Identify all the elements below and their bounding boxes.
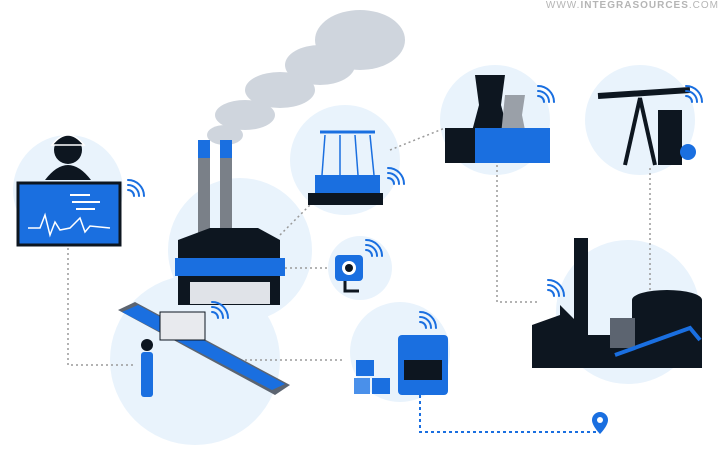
watermark-brand: INTEGRASOURCES [580,0,689,11]
location-pin-icon [592,412,608,434]
conveyor-line [118,302,290,397]
delivery-truck [354,335,448,395]
refinery [532,238,702,368]
operator-monitor [16,134,122,247]
smoke-cloud [207,10,405,145]
wifi-signal-icons [127,85,703,329]
power-plant [445,75,550,163]
delivery-route [419,395,600,433]
substation [308,130,383,205]
watermark: WWW.INTEGRASOURCES.COM [546,0,719,11]
oil-pump [597,87,696,166]
connector-lines [67,127,651,366]
factory [175,140,285,305]
camera-sensor [335,255,363,293]
watermark-prefix: WWW. [545,0,581,11]
watermark-suffix: .COM [688,0,719,11]
